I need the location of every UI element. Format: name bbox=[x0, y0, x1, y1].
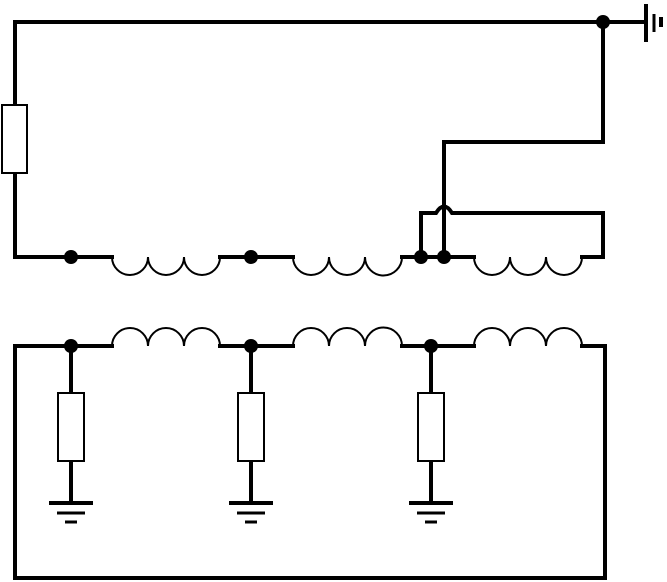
upper-right-branch-wire bbox=[442, 20, 605, 259]
junction-node bbox=[244, 339, 258, 353]
junction-node bbox=[244, 250, 258, 264]
junction-node bbox=[64, 250, 78, 264]
upper-resistor bbox=[1, 104, 28, 174]
junction-node bbox=[414, 250, 428, 264]
inductor-coil bbox=[292, 326, 403, 347]
lower-loop-wire bbox=[13, 344, 607, 580]
upper-left-wire bbox=[13, 20, 648, 259]
ground-symbol bbox=[49, 501, 93, 524]
junction-node bbox=[596, 15, 610, 29]
inductor-coil bbox=[473, 256, 583, 276]
shunt-branch bbox=[229, 346, 273, 524]
upper-short-wire bbox=[419, 204, 605, 259]
junction-node bbox=[437, 250, 451, 264]
upper-circuit bbox=[1, 4, 663, 277]
shunt-branch bbox=[409, 346, 453, 524]
lower-circuit bbox=[13, 326, 607, 580]
inductor-coil bbox=[111, 256, 221, 276]
shunt-resistor bbox=[417, 392, 445, 462]
junction-node bbox=[424, 339, 438, 353]
battery-symbol bbox=[644, 4, 663, 42]
ground-symbol bbox=[409, 501, 453, 524]
ground-symbol bbox=[229, 501, 273, 524]
shunt-resistor bbox=[237, 392, 265, 462]
inductor-coil bbox=[111, 327, 221, 347]
shunt-branch bbox=[49, 346, 93, 524]
inductor-coil bbox=[473, 327, 583, 347]
shunt-resistor bbox=[57, 392, 85, 462]
inductor-coil bbox=[292, 256, 403, 277]
junction-node bbox=[64, 339, 78, 353]
